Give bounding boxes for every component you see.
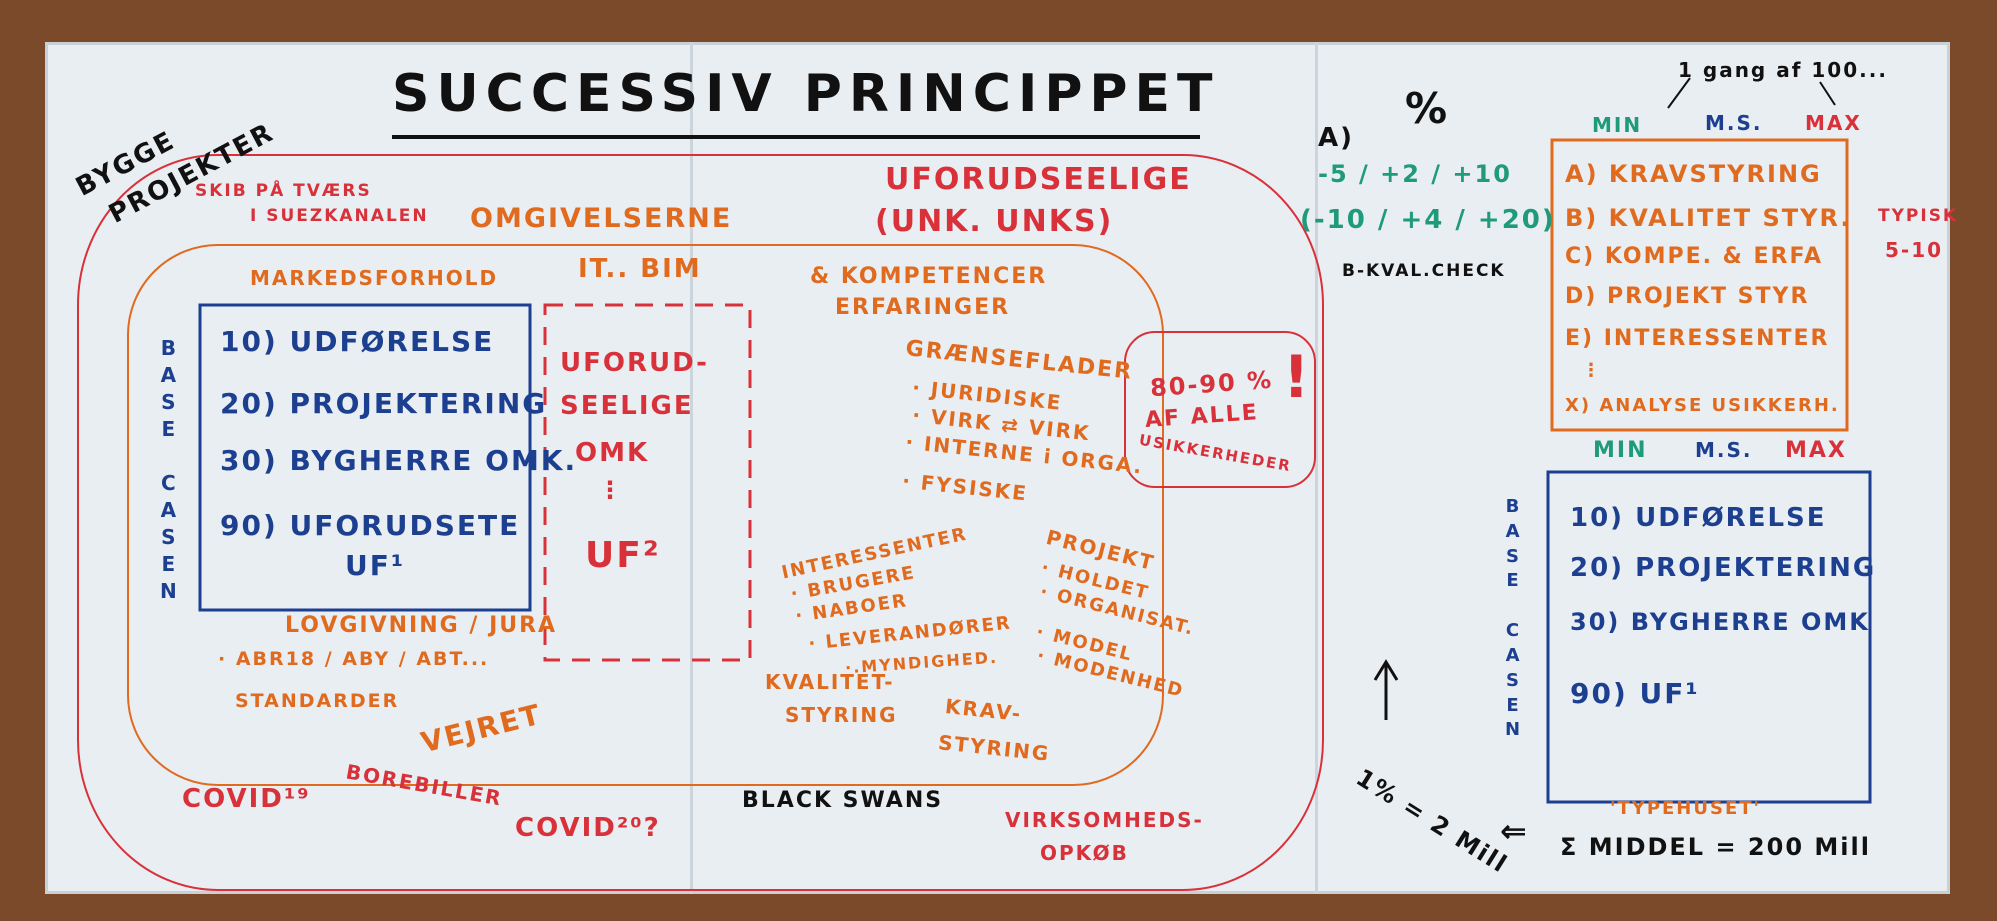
abr-label: · ABR18 / ABY / ABT... — [218, 648, 490, 670]
header2-ms: M.S. — [1695, 438, 1753, 462]
unk-unks-label: (UNK. UNKS) — [875, 204, 1114, 239]
black-swans-label: BLACK SWANS — [742, 788, 944, 813]
dashed-item-omk: OMK — [575, 438, 650, 468]
omgivelserne-label: OMGIVELSERNE — [470, 203, 733, 234]
typisk-label: TYPISK — [1878, 206, 1959, 226]
a-label: A) — [1318, 123, 1355, 153]
base-item-uf1: UF¹ — [345, 549, 406, 582]
header2-min: MIN — [1593, 438, 1648, 463]
risk-item-dots: ⋮ — [1582, 360, 1602, 381]
dashed-item-uf2: UF² — [585, 535, 661, 576]
covid19-label: COVID¹⁹ — [182, 784, 311, 814]
typehuset-label: 'TYPEHUSET' — [1610, 798, 1762, 819]
annotation-1-gang: 1 gang af 100... — [1678, 58, 1888, 82]
dashed-item-seelige: SEELIGE — [560, 391, 694, 421]
board-seam — [1315, 42, 1318, 894]
risk-item: D) PROJEKT STYR — [1565, 284, 1810, 309]
lovgivning-label: LOVGIVNING / JURA — [285, 613, 558, 638]
right-base-item: 90) UF¹ — [1570, 677, 1700, 710]
base-case-box-left — [198, 303, 532, 612]
risk-item: A) KRAVSTYRING — [1565, 160, 1822, 188]
erfaringer-label: ERFARINGER — [835, 295, 1011, 320]
it-bim-label: IT.. BIM — [578, 254, 702, 284]
percent-sign: % — [1405, 84, 1450, 133]
risk-item: B) KVALITET STYR. — [1565, 204, 1852, 232]
double-arrow: ⇐ — [1500, 812, 1529, 850]
right-base-item: 30) BYGHERRE OMK — [1570, 608, 1870, 636]
header-max: MAX — [1805, 111, 1862, 135]
base-item-uforudsete: 90) UFORUDSETE — [220, 509, 521, 542]
kvalitet-line-1: KVALITET- — [765, 670, 895, 694]
dashed-item-dots: ⋮ — [598, 476, 624, 504]
right-base-item: 10) UDFØRELSE — [1570, 503, 1827, 533]
risk-item: X) ANALYSE USIKKERH. — [1565, 395, 1840, 416]
kval-check-label: B-KVAL.CHECK — [1342, 261, 1506, 281]
dashed-item-uforud: UFORUD- — [560, 348, 709, 378]
exclamation-mark: ! — [1283, 343, 1312, 411]
header-min: MIN — [1592, 113, 1643, 137]
min-ms-max-row-1: -5 / +2 / +10 — [1318, 160, 1512, 188]
header-ms: M.S. — [1705, 111, 1763, 135]
risk-item: E) INTERESSENTER — [1565, 326, 1830, 351]
kvalitet-line-2: STYRING — [785, 703, 898, 727]
base-item-bygherre: 30) BYGHERRE OMK. — [220, 444, 578, 477]
page-title: SUCCESSIV PRINCIPPET — [392, 64, 1220, 124]
base-item-udforelse: 10) UDFØRELSE — [220, 325, 495, 358]
header2-max: MAX — [1785, 438, 1847, 463]
sum-label: Σ MIDDEL = 200 Mill — [1560, 833, 1871, 861]
min-ms-max-row-2: (-10 / +4 / +20) — [1300, 205, 1556, 235]
kompetencer-label: & KOMPETENCER — [810, 264, 1048, 289]
skib-line-1: SKIB PÅ TVÆRS — [195, 181, 372, 201]
virksomheds-line-2: OPKØB — [1040, 841, 1129, 865]
risk-list-box — [1550, 138, 1849, 432]
max-pointer-arrow — [1819, 81, 1836, 106]
markedsforhold-label: MARKEDSFORHOLD — [250, 266, 499, 290]
base-case-box-right — [1546, 470, 1872, 804]
base-item-projektering: 20) PROJEKTERING — [220, 387, 548, 420]
uforudseelige-label: UFORUDSEELIGE — [885, 162, 1192, 197]
whiteboard — [45, 42, 1950, 894]
middle-ring — [127, 244, 1164, 786]
risk-item: C) KOMPE. & ERFA — [1565, 244, 1824, 269]
standarder-label: STANDARDER — [235, 690, 400, 712]
uforudseelige-dashed-box — [543, 303, 752, 662]
covid20-label: COVID²⁰? — [515, 813, 661, 843]
virksomheds-line-1: VIRKSOMHEDS- — [1005, 808, 1204, 832]
outer-ring — [77, 154, 1324, 891]
up-arrow-head — [1373, 659, 1399, 681]
typisk-value: 5-10 — [1885, 238, 1944, 262]
min-pointer-arrow — [1667, 77, 1691, 109]
right-base-item: 20) PROJEKTERING — [1570, 553, 1877, 583]
board-seam — [690, 42, 693, 894]
share-bubble — [1124, 331, 1316, 488]
skib-line-2: I SUEZKANALEN — [250, 206, 429, 226]
